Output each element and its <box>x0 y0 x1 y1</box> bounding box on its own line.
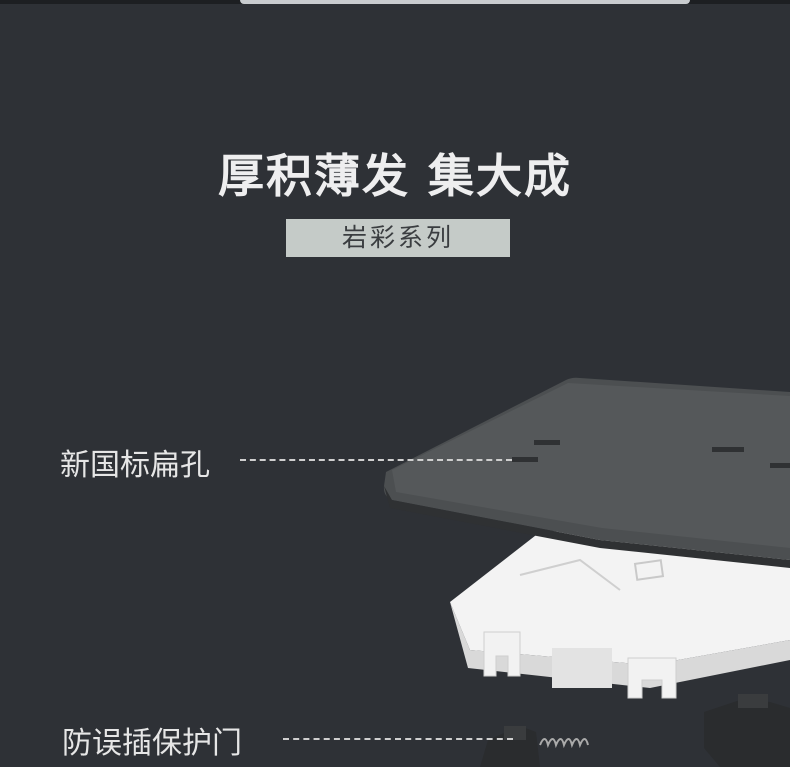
shutter-parts <box>480 694 790 767</box>
cover-plate <box>383 377 790 568</box>
page-headline: 厚积薄发 集大成 <box>217 149 572 203</box>
callout-shutter-label: 防误插保护门 <box>62 726 242 761</box>
callout-flat-holes-label: 新国标扁孔 <box>60 448 210 483</box>
callout-shutter-leader <box>283 738 513 740</box>
series-tag: 岩彩系列 <box>286 219 510 257</box>
callout-flat-holes-leader <box>240 459 512 461</box>
top-image-edge <box>0 0 790 4</box>
